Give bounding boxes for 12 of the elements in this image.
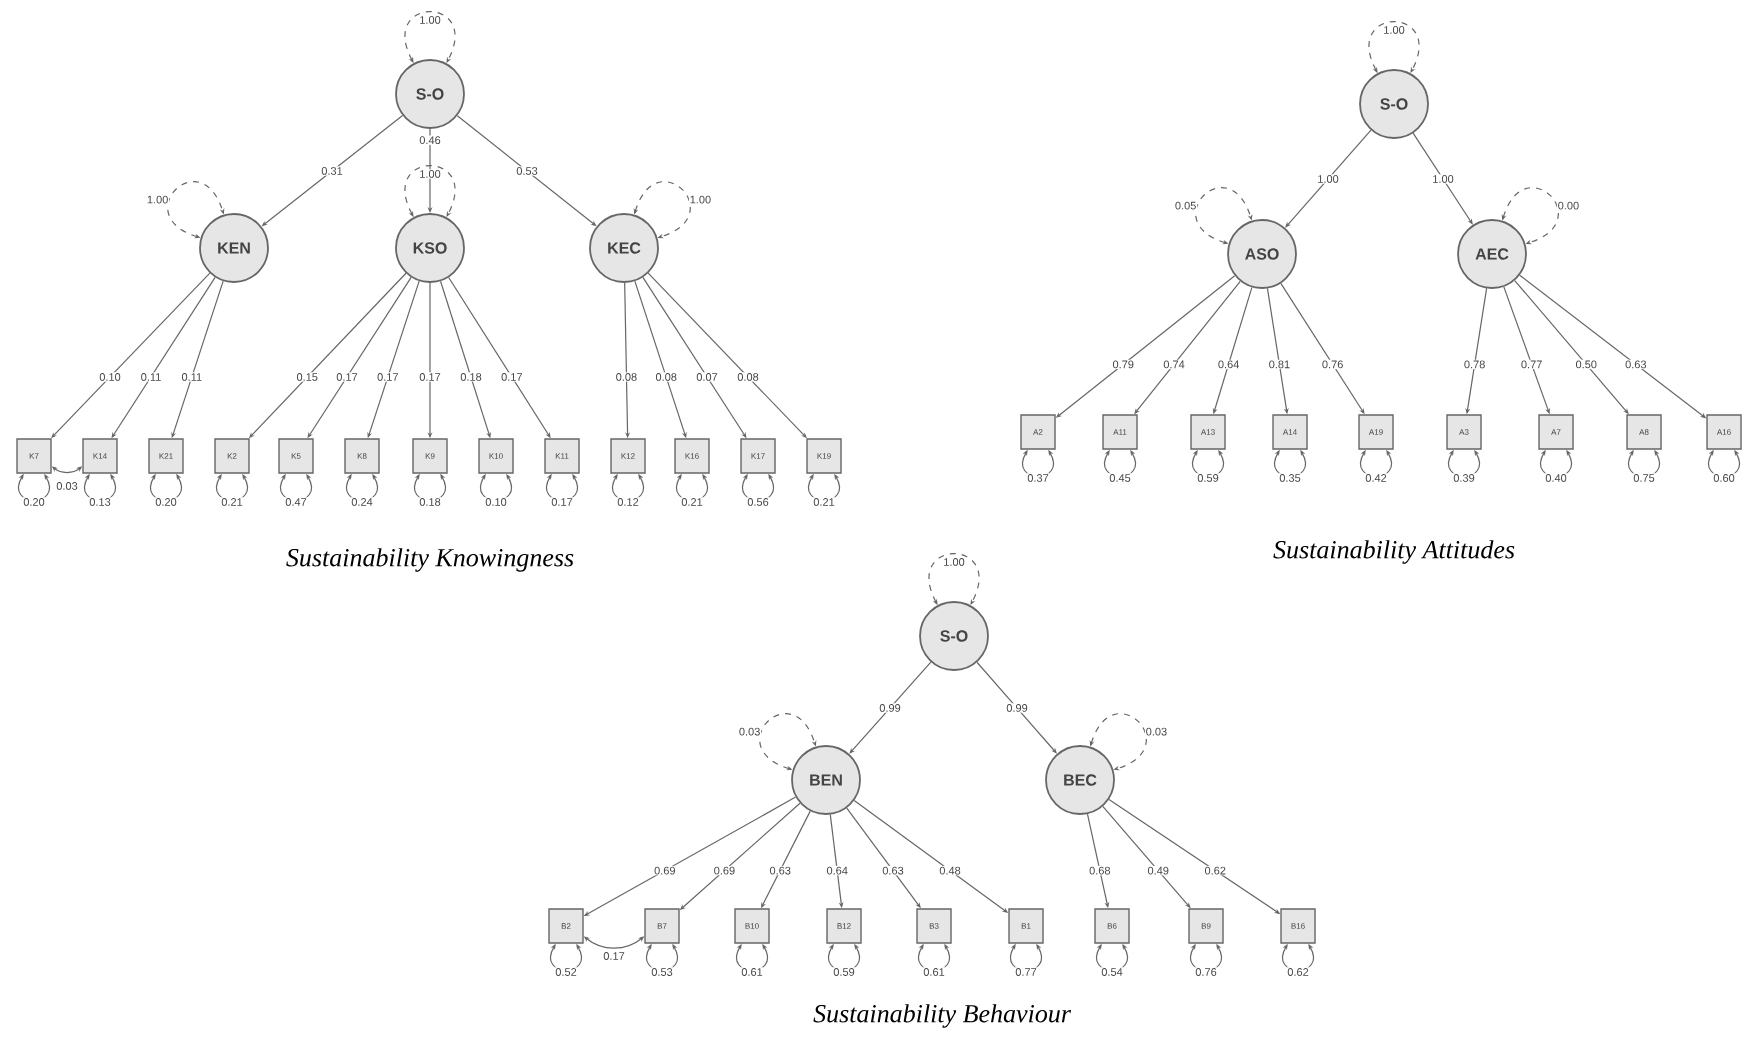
variance-loop — [167, 181, 225, 239]
path-arrow — [849, 661, 932, 754]
variance-loop — [1501, 187, 1559, 245]
variance-loop — [633, 181, 691, 239]
path-arrow — [1412, 132, 1473, 225]
caption: Sustainability Behaviour — [813, 1004, 1072, 1028]
variance-loop — [759, 713, 817, 771]
path-arrow — [1285, 129, 1372, 228]
variance-loop — [1195, 187, 1253, 245]
variance-loop — [1089, 713, 1147, 771]
caption: Sustainability Attitudes — [1273, 540, 1515, 564]
caption: Sustainability Knowingness — [286, 548, 574, 572]
